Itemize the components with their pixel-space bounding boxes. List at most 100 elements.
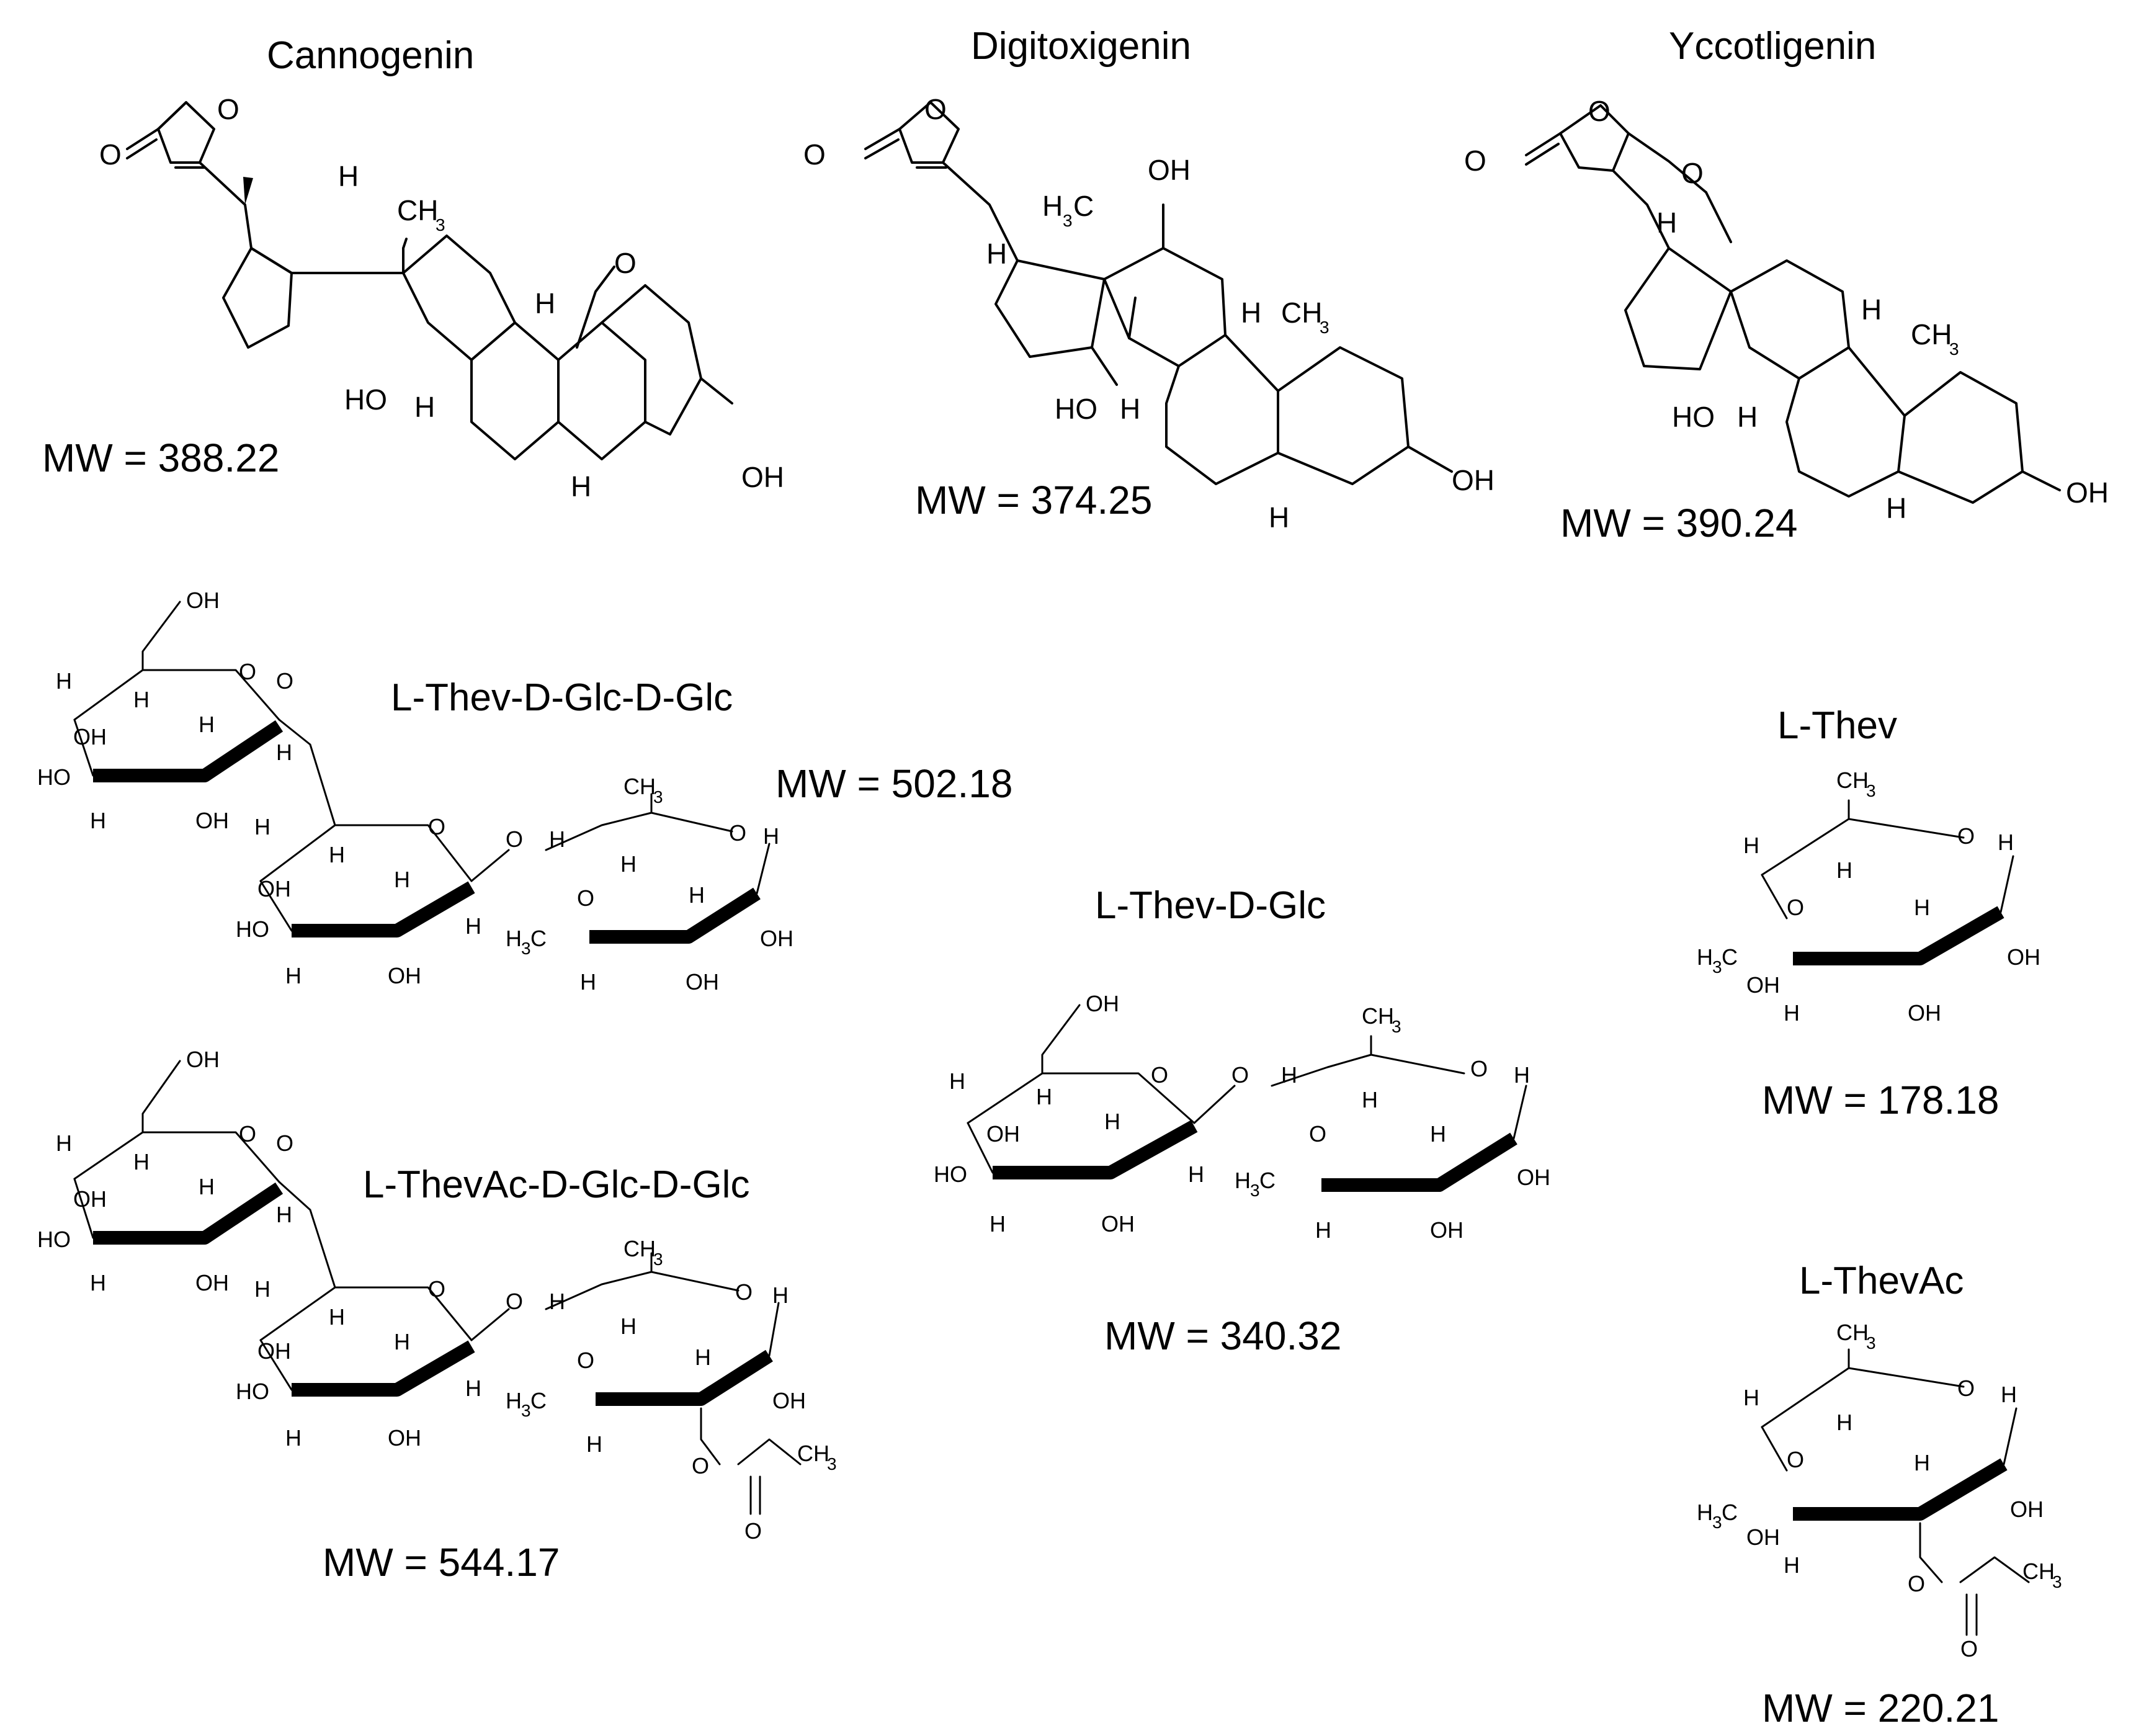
svg-text:CH: CH xyxy=(1281,297,1322,329)
thevac-title: L-ThevAc xyxy=(1799,1259,1964,1302)
svg-text:H: H xyxy=(465,913,481,939)
svg-text:O: O xyxy=(239,1121,256,1147)
svg-text:H: H xyxy=(763,823,779,849)
svg-text:OH: OH xyxy=(1908,1000,1941,1026)
thev-glc-glc-mw: MW = 502.18 xyxy=(775,761,1012,806)
svg-text:H: H xyxy=(133,687,150,712)
svg-text:H: H xyxy=(285,963,302,988)
svg-text:C: C xyxy=(1722,944,1738,970)
svg-text:H: H xyxy=(1914,895,1930,920)
svg-text:C: C xyxy=(1722,1500,1738,1525)
svg-text:O: O xyxy=(1787,895,1804,920)
svg-text:O: O xyxy=(1309,1121,1326,1147)
svg-text:OH: OH xyxy=(1746,1524,1780,1550)
yccotligenin-structure xyxy=(1525,104,2061,504)
digitoxigenin-structure xyxy=(864,101,1453,485)
svg-text:CH: CH xyxy=(623,774,656,799)
svg-text:O: O xyxy=(428,1276,445,1302)
svg-text:H: H xyxy=(506,926,522,951)
svg-text:OH: OH xyxy=(73,1186,107,1212)
svg-text:HO: HO xyxy=(236,1379,269,1404)
thev-title: L-Thev xyxy=(1777,704,1897,747)
svg-text:3: 3 xyxy=(1949,339,1959,359)
svg-text:3: 3 xyxy=(436,215,445,235)
svg-text:H: H xyxy=(338,160,359,192)
svg-text:O: O xyxy=(1908,1571,1925,1596)
svg-text:CH: CH xyxy=(397,194,438,226)
svg-text:HO: HO xyxy=(1672,401,1715,433)
yccotligenin-mw: MW = 390.24 xyxy=(1560,501,1797,545)
svg-text:H: H xyxy=(695,1345,711,1370)
svg-text:H: H xyxy=(1743,1385,1759,1410)
svg-text:O: O xyxy=(1464,145,1486,177)
svg-text:H: H xyxy=(276,1202,292,1227)
svg-text:OH: OH xyxy=(257,1338,291,1364)
thev-glc-title: L-Thev-D-Glc xyxy=(1095,884,1326,927)
svg-text:OH: OH xyxy=(686,969,719,995)
svg-text:H: H xyxy=(549,826,565,852)
svg-text:HO: HO xyxy=(37,764,71,790)
thev-glc-glc-structure xyxy=(73,601,771,944)
svg-text:H: H xyxy=(986,238,1007,270)
svg-text:H: H xyxy=(254,814,270,839)
svg-text:CH: CH xyxy=(1362,1003,1394,1029)
svg-text:O: O xyxy=(1470,1056,1488,1081)
svg-text:OH: OH xyxy=(186,588,220,613)
svg-text:O: O xyxy=(1231,1062,1249,1088)
thev-structure xyxy=(1761,799,2014,965)
svg-text:CH: CH xyxy=(797,1441,829,1466)
svg-text:3: 3 xyxy=(1392,1017,1401,1036)
svg-text:H: H xyxy=(1036,1084,1052,1109)
svg-text:H: H xyxy=(199,712,215,737)
svg-text:O: O xyxy=(99,138,122,171)
svg-text:OH: OH xyxy=(1148,154,1191,186)
svg-text:H: H xyxy=(1886,492,1906,524)
svg-text:3: 3 xyxy=(1866,781,1876,800)
svg-text:H: H xyxy=(620,1313,637,1339)
digitoxigenin-mw: MW = 374.25 xyxy=(915,478,1152,522)
svg-text:H: H xyxy=(414,391,435,423)
svg-text:O: O xyxy=(729,820,746,846)
svg-text:H: H xyxy=(133,1149,150,1174)
svg-text:OH: OH xyxy=(2007,944,2040,970)
svg-text:O: O xyxy=(803,138,826,171)
svg-text:H: H xyxy=(1998,830,2014,855)
svg-text:H: H xyxy=(254,1276,270,1302)
svg-text:HO: HO xyxy=(236,916,269,942)
svg-text:H: H xyxy=(549,1289,565,1314)
svg-text:O: O xyxy=(744,1518,762,1544)
thev-mw: MW = 178.18 xyxy=(1762,1078,1999,1122)
svg-text:OH: OH xyxy=(1101,1211,1135,1237)
svg-text:H: H xyxy=(1241,297,1261,329)
svg-text:OH: OH xyxy=(186,1047,220,1072)
svg-text:H: H xyxy=(689,882,705,908)
svg-text:O: O xyxy=(577,1348,594,1373)
svg-text:H: H xyxy=(1737,401,1758,433)
svg-text:H: H xyxy=(571,470,591,503)
svg-text:C: C xyxy=(530,926,547,951)
thevac-structure xyxy=(1761,1348,2030,1636)
svg-text:H: H xyxy=(90,808,106,833)
svg-text:OH: OH xyxy=(1452,464,1495,496)
svg-text:O: O xyxy=(428,814,445,839)
svg-text:OH: OH xyxy=(2010,1497,2044,1522)
svg-text:3: 3 xyxy=(1320,318,1329,337)
svg-text:CH: CH xyxy=(1836,1320,1869,1345)
svg-text:O: O xyxy=(1787,1447,1804,1472)
svg-text:H: H xyxy=(1784,1552,1800,1578)
svg-text:H: H xyxy=(329,1304,345,1330)
svg-text:3: 3 xyxy=(653,787,663,807)
svg-text:O: O xyxy=(217,93,239,125)
svg-text:H: H xyxy=(620,851,637,877)
thev-glc-glc-title: L-Thev-D-Glc-D-Glc xyxy=(391,676,733,719)
svg-text:3: 3 xyxy=(1866,1333,1876,1353)
svg-text:3: 3 xyxy=(1712,1513,1722,1532)
svg-text:H: H xyxy=(990,1211,1006,1237)
svg-text:H: H xyxy=(2001,1382,2017,1407)
svg-text:O: O xyxy=(1957,823,1975,849)
svg-text:3: 3 xyxy=(1712,957,1722,977)
svg-text:H: H xyxy=(1914,1450,1930,1475)
svg-text:H: H xyxy=(1269,501,1289,534)
svg-text:O: O xyxy=(239,659,256,684)
